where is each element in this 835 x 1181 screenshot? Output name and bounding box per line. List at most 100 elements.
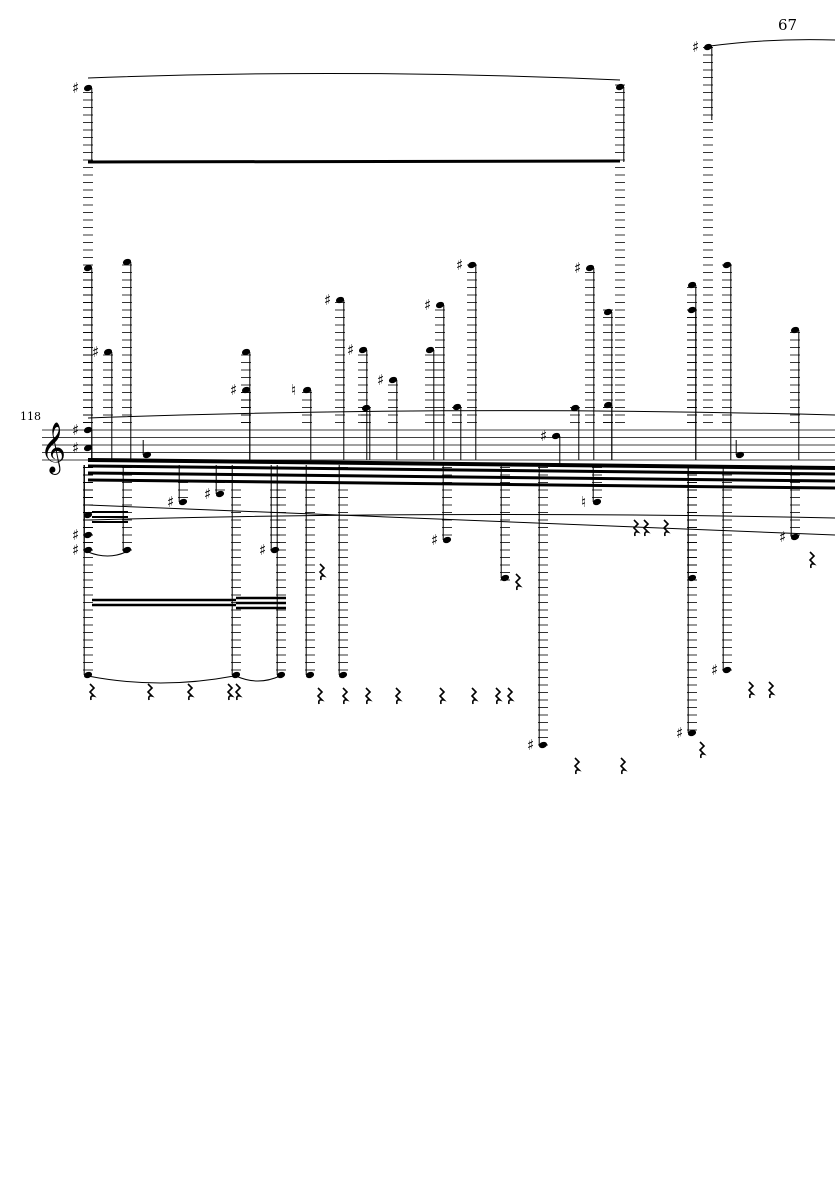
sharp-icon: ♯ (711, 661, 718, 679)
notehead (83, 671, 93, 679)
rest-icon (394, 687, 403, 705)
rest-icon (494, 687, 503, 705)
sharp-icon: ♯ (324, 291, 331, 309)
tie (235, 675, 281, 682)
notehead (215, 490, 225, 498)
notehead (603, 308, 613, 316)
rest-icon (662, 519, 671, 537)
rest-icon (318, 563, 327, 581)
rest-icon (88, 683, 97, 701)
notehead (615, 83, 625, 91)
tie (709, 39, 835, 47)
notehead (302, 386, 312, 394)
notehead (452, 403, 462, 411)
tie (87, 513, 835, 521)
rest-icon (226, 683, 235, 701)
notehead (722, 666, 732, 674)
notehead (83, 444, 93, 452)
notehead (305, 671, 315, 679)
sharp-icon: ♯ (456, 256, 463, 274)
beam (87, 458, 835, 470)
sharp-icon: ♯ (347, 341, 354, 359)
rest-icon (619, 757, 628, 775)
natural-icon: ♮ (291, 381, 296, 399)
sharp-icon: ♯ (259, 541, 266, 559)
sharp-icon: ♯ (230, 381, 237, 399)
notehead (241, 386, 251, 394)
treble-clef-icon: 𝄞 (40, 422, 66, 475)
notehead (551, 432, 561, 440)
rest-icon (341, 687, 350, 705)
notehead (687, 729, 697, 737)
sharp-icon: ♯ (167, 493, 174, 511)
beam (87, 464, 835, 476)
rest-icon (234, 683, 243, 701)
sharp-icon: ♯ (204, 485, 211, 503)
rest-icon (767, 681, 776, 699)
rest-icon (186, 683, 195, 701)
tie (87, 72, 621, 81)
notehead (335, 296, 345, 304)
natural-icon: ♮ (581, 493, 586, 511)
notehead (687, 281, 697, 289)
rest-icon (146, 683, 155, 701)
notehead (241, 348, 251, 356)
notehead (435, 301, 445, 309)
notehead (790, 326, 800, 334)
notehead (83, 426, 93, 434)
sharp-icon: ♯ (92, 343, 99, 361)
beam (87, 471, 835, 483)
sharp-icon: ♯ (72, 79, 79, 97)
rest-icon (364, 687, 373, 705)
notehead (442, 536, 452, 544)
rest-icon (632, 519, 641, 537)
tie (87, 504, 835, 536)
sharp-icon: ♯ (424, 296, 431, 314)
notehead (122, 546, 132, 554)
notehead (122, 258, 132, 266)
notehead (178, 498, 188, 506)
page-number: 67 (778, 16, 798, 34)
notehead (83, 531, 93, 539)
notehead (338, 671, 348, 679)
rest-icon (514, 573, 523, 591)
notehead (500, 574, 510, 582)
sharp-icon: ♯ (676, 724, 683, 742)
notehead (83, 511, 93, 519)
rest-icon (506, 687, 515, 705)
sharp-icon: ♯ (779, 528, 786, 546)
rest-icon (747, 681, 756, 699)
sharp-icon: ♯ (574, 259, 581, 277)
tie (87, 551, 127, 557)
notehead (703, 43, 713, 51)
rest-icon (470, 687, 479, 705)
beam (87, 478, 835, 490)
notehead (142, 451, 152, 459)
rest-icon (808, 551, 817, 569)
notehead (231, 671, 241, 679)
notehead (425, 346, 435, 354)
rest-icon (642, 519, 651, 537)
notehead (361, 404, 371, 412)
notehead (103, 348, 113, 356)
rest-icon (316, 687, 325, 705)
notehead (388, 376, 398, 384)
notehead (276, 671, 286, 679)
measure-number: 118 (20, 410, 41, 423)
notehead (538, 741, 548, 749)
sharp-icon: ♯ (527, 736, 534, 754)
notehead (592, 498, 602, 506)
notehead (603, 401, 613, 409)
notehead (790, 533, 800, 541)
notehead (467, 261, 477, 269)
notehead (570, 404, 580, 412)
sharp-icon: ♯ (72, 526, 79, 544)
tie (87, 410, 835, 419)
notehead (687, 574, 697, 582)
sharp-icon: ♯ (72, 439, 79, 457)
beam (87, 159, 621, 164)
notehead (358, 346, 368, 354)
tie (87, 675, 235, 684)
